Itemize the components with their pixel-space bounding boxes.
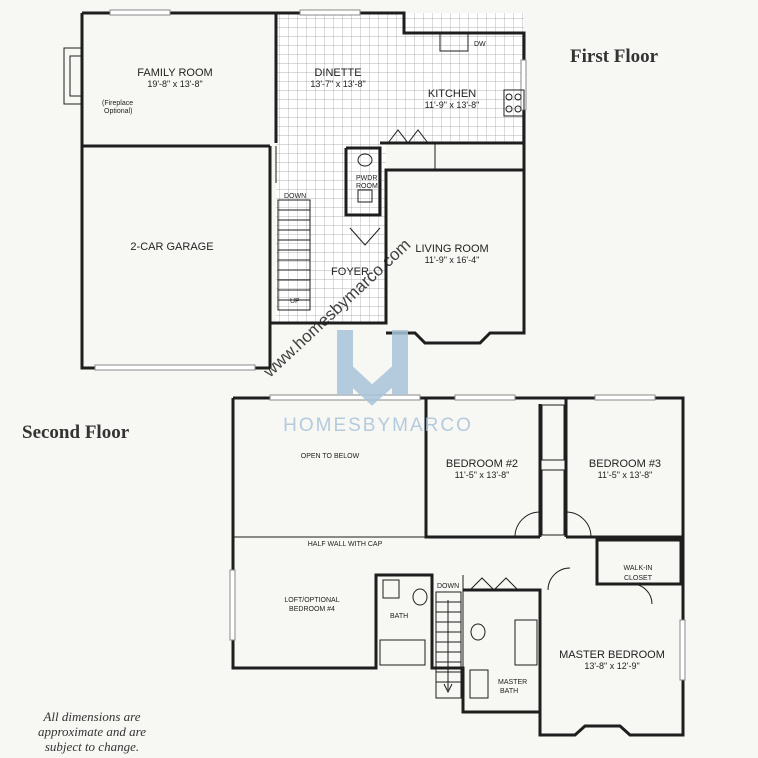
stairs-down-label: DOWN [437, 583, 459, 590]
master-bath-label-2: BATH [500, 688, 518, 695]
dinette-kitchen-tile [276, 13, 524, 143]
window [454, 394, 516, 401]
room-dim-master: 13'-8" x 12'-9" [584, 661, 639, 671]
second-floor-outer-wall [231, 396, 685, 737]
powder-room-label-1: PWDR [356, 175, 377, 182]
stair-treads [278, 209, 310, 301]
toilet-icon [412, 588, 428, 606]
foyer-tile [276, 143, 386, 323]
room-name-family: FAMILY ROOM [137, 67, 212, 79]
master-bath-label-1: MASTER [498, 679, 527, 686]
note-line-1: All dimensions are [42, 709, 140, 724]
closet-door [631, 583, 653, 605]
garage-door [94, 364, 256, 371]
range-icon [503, 89, 525, 117]
stairs [277, 199, 311, 311]
room-dim-family: 19'-8" x 13'-8" [147, 79, 202, 89]
note-line-2: approximate and are [38, 724, 146, 739]
walk-in-label-2: CLOSET [624, 575, 653, 582]
toilet-icon [357, 153, 373, 167]
fireplace-note-1: (Fireplace [102, 100, 133, 107]
linen-door [469, 577, 519, 591]
foyer-closet-door [349, 227, 381, 246]
half-wall-label: HALF WALL WITH CAP [308, 541, 383, 548]
window [679, 619, 686, 681]
sink-icon [439, 32, 469, 52]
window [109, 9, 171, 16]
stairs-up-label: UP [290, 298, 300, 305]
walk-in-closet [595, 538, 683, 586]
first-floor: First Floor FAMILY ROOM 19'-8" x 13'-8" … [63, 9, 659, 371]
bedroom2-door [514, 511, 541, 538]
logo-icon [337, 330, 408, 406]
window [269, 394, 421, 401]
second-floor-title: Second Floor [22, 422, 130, 443]
room-name-dinette: DINETTE [314, 67, 361, 79]
note-line-3: subject to change. [45, 739, 139, 754]
loft-label-2: BEDROOM #4 [289, 606, 335, 613]
disclaimer: All dimensions are approximate and are s… [38, 709, 146, 754]
bedroom3-door [565, 511, 592, 538]
first-floor-title: First Floor [570, 46, 659, 67]
walk-in-label-1: WALK-IN [624, 565, 653, 572]
room-name-bedroom3: BEDROOM #3 [589, 458, 661, 470]
stairs-down-label: DOWN [284, 193, 306, 200]
powder-room-walls [344, 146, 382, 217]
room-name-bedroom2: BEDROOM #2 [446, 458, 518, 470]
bathtub-icon [379, 639, 426, 666]
stairs [435, 591, 462, 699]
first-floor-outer-wall-right [268, 168, 526, 368]
second-floor: Second Floor OPEN TO BELOW HALF WALL WIT… [22, 394, 686, 737]
room-name-foyer: FOYER [331, 266, 369, 278]
room-dim-bedroom2: 11'-5" x 13'-8" [455, 470, 510, 480]
room-dim-living: 11'-9" x 16'-4" [425, 255, 480, 265]
dishwasher-label: DW [474, 41, 486, 48]
window [229, 569, 236, 641]
room-name-garage: 2-CAR GARAGE [130, 241, 213, 253]
room-dim-dinette: 13'-7" x 13'-8" [310, 79, 365, 89]
fireplace-note-2: Optional) [104, 108, 132, 115]
master-door [547, 567, 571, 591]
window [594, 394, 656, 401]
room-name-master: MASTER BEDROOM [559, 649, 665, 661]
room-dim-kitchen: 11'-9" x 13'-8" [425, 100, 480, 110]
loft-label-1: LOFT/OPTIONAL [284, 597, 339, 604]
room-dim-bedroom3: 11'-5" x 13'-8" [598, 470, 653, 480]
room-name-living: LIVING ROOM [415, 243, 488, 255]
master-tub-icon [514, 619, 538, 666]
powder-room-label-2: ROOM [356, 183, 378, 190]
watermark-brand: HOMESBYMARCO [283, 415, 473, 436]
bath-label: BATH [390, 613, 408, 620]
bedroom2-wall [424, 398, 540, 539]
window [299, 9, 361, 16]
room-name-kitchen: KITCHEN [428, 88, 476, 100]
open-to-below-label: OPEN TO BELOW [301, 453, 360, 460]
pantry-door [387, 129, 429, 144]
